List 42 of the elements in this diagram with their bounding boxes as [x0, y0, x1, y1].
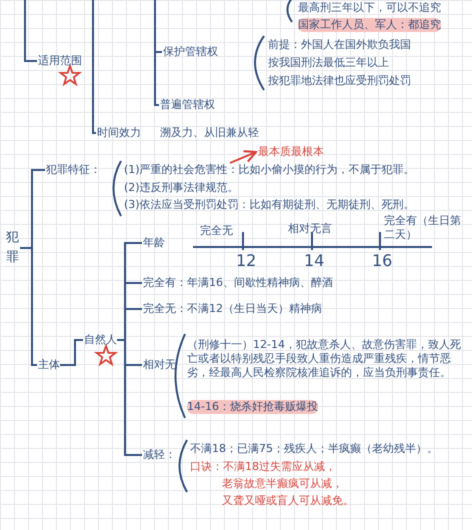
- tick-label: 12: [236, 252, 256, 270]
- note-text: （刑修十一）12-14，犯故意杀人、故意伤害罪，致人死亡或者以特别残忍手段致人重伤造成严重残疾，情节恶劣，经最高人民检察院核准追诉的，应当负刑事责任。: [187, 338, 462, 380]
- branch-label: 完全有：年满16、间歇性精神病、醉酒: [143, 276, 333, 290]
- branch-label: 普遍管辖权: [160, 98, 215, 112]
- note-text: 前提：外国人在国外欺负我国: [268, 38, 411, 52]
- annotation-text: 最本质最根本: [258, 145, 324, 159]
- connector-line: [20, 247, 37, 366]
- branch-label: (3)依法应当受刑罚处罚：比如有期徒刑、无期徒刑、死刑。: [124, 198, 415, 212]
- connector-line: [117, 339, 142, 456]
- tick-label: 16: [372, 252, 392, 270]
- note-text: 14-16：烧杀奸抢毒贩爆投: [187, 400, 318, 414]
- note-text: 国家工作人员、军人：都追究: [298, 18, 441, 32]
- note-text: 相对无言: [288, 222, 332, 236]
- connector-line: [24, 0, 37, 62]
- note-text: 完全有（生日第二天）: [384, 214, 462, 242]
- connector-line: [154, 0, 159, 106]
- tick-label: 14: [304, 252, 324, 270]
- arrow: [230, 150, 258, 164]
- branch-label: (1)严重的社会危害性：比如小偷小摸的行为，不属于犯罪。: [124, 163, 415, 177]
- mnemonic-text: 口诀：不满18过失需应从减，: [190, 460, 336, 474]
- branch-label: 减轻：: [143, 448, 176, 462]
- branch-label: 时间效力: [97, 126, 141, 140]
- note-text: 最高刑三年以下，可以不追究: [298, 1, 441, 15]
- branch-label: 犯罪特征：: [46, 163, 101, 177]
- note-text: 按我国刑法最低三年以上: [268, 56, 389, 70]
- note-text: 按犯罪地法律也应受刑罚处罚: [268, 74, 411, 88]
- note-text: 完全无: [200, 224, 233, 238]
- branch-label: (2)违反刑事法律规范。: [124, 181, 239, 195]
- branch-label: 相对无: [143, 358, 176, 372]
- note-text: 不满18；已满75；残疾人；半疯癫（老幼残半）。: [190, 442, 439, 456]
- branch-label: 年龄: [143, 236, 165, 250]
- branch-label: 自然人: [84, 333, 117, 347]
- branch-label: 适用范围: [38, 54, 82, 68]
- branch-label: 完全无：不满12（生日当天）精神病: [143, 302, 322, 316]
- branch-label: 保护管辖权: [163, 45, 218, 59]
- note-text: 溯及力、从旧兼从轻: [160, 126, 259, 140]
- branch-label: 主体: [38, 358, 60, 372]
- connector-line: [60, 339, 83, 366]
- mnemonic-text: 又聋又哑或盲人可从减免。: [222, 494, 354, 508]
- branch-label: 犯罪: [6, 228, 20, 268]
- mnemonic-text: 老翁故意半癫疯可从减，: [222, 477, 343, 491]
- connector-line: [92, 0, 96, 134]
